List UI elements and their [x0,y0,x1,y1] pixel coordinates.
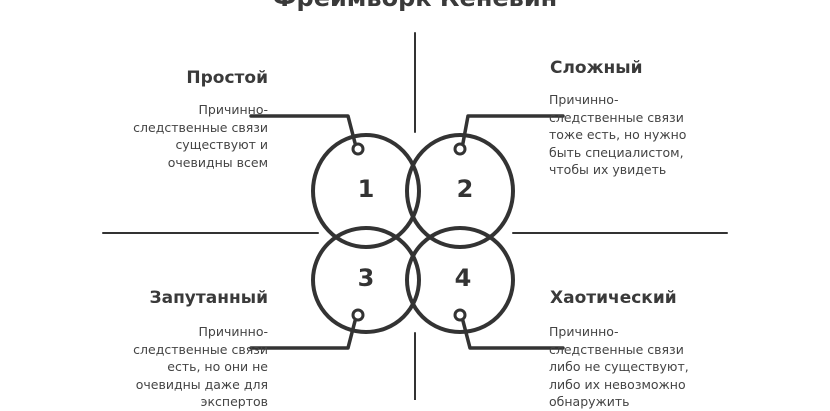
quadrant-number-4: 4 [454,264,472,292]
quadrant-heading-complicated: Сложный [550,58,643,78]
quadrant-number-1: 1 [357,175,375,203]
quadrant-heading-chaotic: Хаотический [550,288,677,308]
cynefin-diagram [102,32,728,400]
description-line: существуют и [175,137,268,152]
description-line: тоже есть, но нужно [549,127,687,142]
description-line: экспертов [200,394,268,409]
connector-1 [249,114,357,145]
description-line: Причинно- [549,92,619,107]
connector-dot-4 [453,308,467,322]
quadrant-heading-simple: Простой [186,68,268,88]
connector-dot-3 [351,308,365,322]
quadrant-number-2: 2 [456,175,474,203]
description-line: обнаружить [549,394,630,409]
description-line: либо их невозможно [549,376,686,392]
circle-3 [311,226,421,334]
description-line: либо не существуют, [549,359,689,374]
connector-2 [461,114,565,145]
description-line: быть специалистом, [549,144,684,160]
description-line: следственные связи [133,119,268,135]
description-line: чтобы их увидеть [549,162,667,177]
description-line: очевидны всем [167,154,268,170]
quadrant-number-3: 3 [357,264,375,292]
connector-dot-2 [453,142,467,156]
description-line: есть, но они не [167,359,268,374]
quadrant-description-complex: Причинно- следственные связи есть, но он… [133,323,268,411]
description-line: Причинно- [549,324,619,339]
connector-4 [461,319,565,350]
quadrant-heading-complex: Запутанный [149,288,268,308]
quadrant-description-chaotic: Причинно- следственные связи либо не сущ… [549,323,689,411]
description-line: следственные связи [133,341,268,357]
description-line: следственные связи [549,109,684,125]
description-line: очевидны даже для [135,376,268,392]
circle-4 [405,226,515,334]
description-line: Причинно- [198,324,268,339]
circle-2 [405,133,515,249]
quadrant-description-simple: Причинно- следственные связи существуют … [133,101,268,171]
diagram-title: Фреймворк Кеневин [0,0,830,12]
circle-1 [311,133,421,249]
description-line: Причинно- [198,102,268,117]
description-line: следственные связи [549,341,684,357]
quadrant-description-complicated: Причинно- следственные связи тоже есть, … [549,91,686,179]
connector-dot-1 [351,142,365,156]
connector-3 [249,319,357,350]
